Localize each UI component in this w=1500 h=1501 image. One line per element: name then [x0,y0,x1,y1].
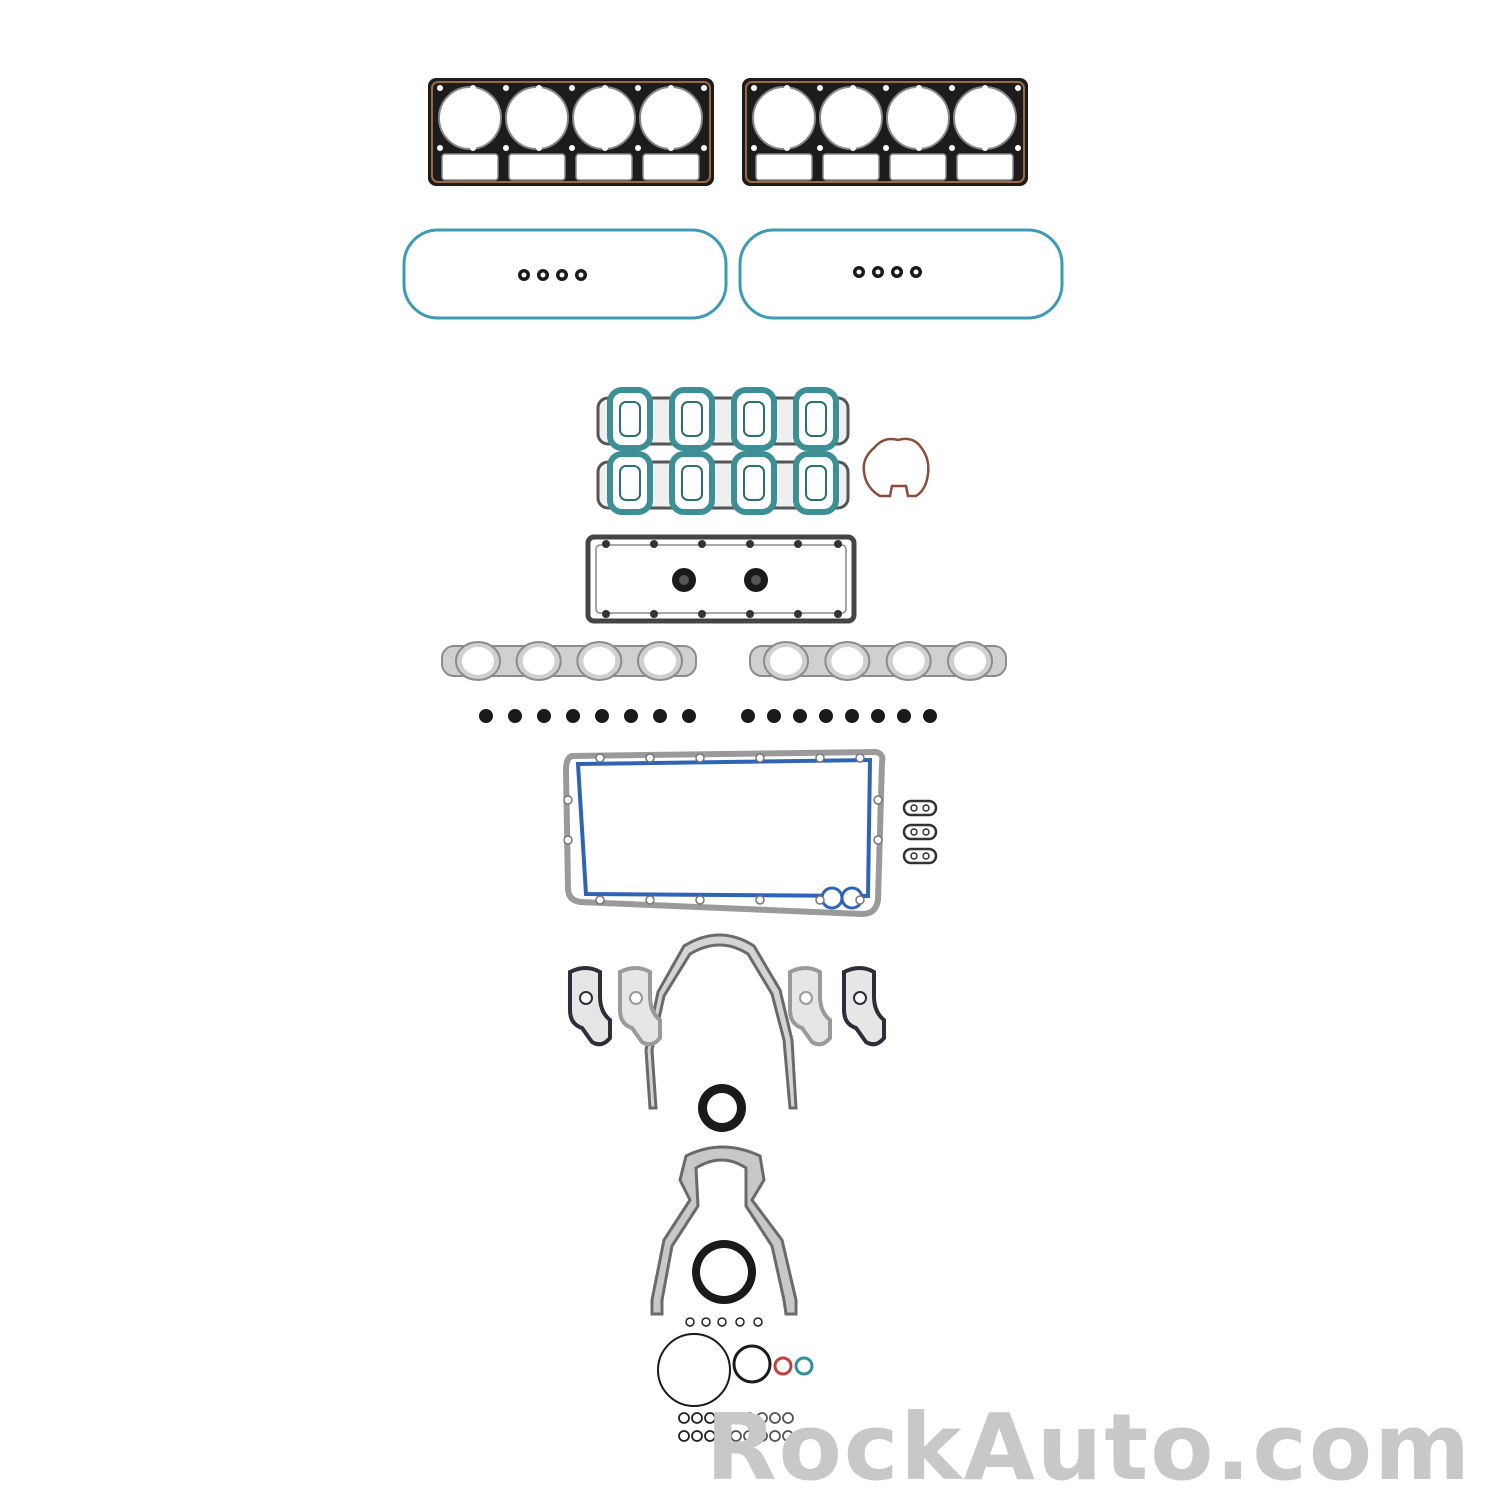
intake-manifold-gasket-upper [596,387,850,451]
oil-pan-gasket [562,748,886,918]
o-rings [657,1317,814,1442]
valley-cover-gasket [585,534,857,624]
cylinder-head-gasket-left [428,78,714,186]
water-outlet-gaskets [902,799,938,865]
valve-cover-gasket-left [402,228,728,320]
exhaust-manifold-gasket-left [441,641,697,681]
valve-cover-gasket-right [738,228,1064,320]
rockauto-watermark: RockAuto.com [705,1394,1472,1501]
rear-cover-gasket [650,1145,798,1316]
cylinder-head-gasket-right [742,78,1028,186]
exhaust-manifold-gasket-right [749,641,1007,681]
rear-main-seal [692,1240,756,1304]
valve-stem-seals [479,709,937,723]
front-crank-seal [698,1084,746,1132]
water-pump-gaskets [568,966,886,1047]
throttle-body-gasket [862,437,930,498]
intake-manifold-gasket-lower [596,451,850,515]
front-cover-gasket [644,933,798,1110]
